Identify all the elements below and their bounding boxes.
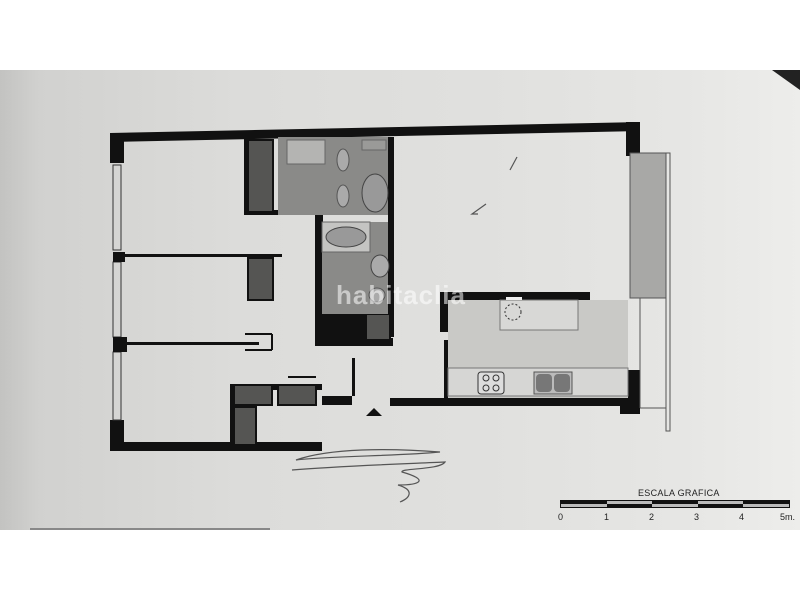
terrace xyxy=(629,152,671,432)
scale-segment xyxy=(697,504,744,507)
pencil-scribble xyxy=(291,156,518,503)
scale-segment xyxy=(606,504,653,507)
scale-bar-graphic xyxy=(560,500,790,508)
window-pillar xyxy=(113,252,125,262)
scale-tick: 3 xyxy=(694,512,700,522)
scale-tick: 4 xyxy=(739,512,745,522)
scale-tick: 2 xyxy=(649,512,655,522)
scale-ticks: 0 1 2 3 4 5m. xyxy=(558,512,798,524)
scale-segment xyxy=(561,501,607,504)
bathroom-2 xyxy=(318,221,390,340)
scale-title: ESCALA GRAFICA xyxy=(638,488,720,498)
scale-segment xyxy=(652,501,698,504)
scale-segment xyxy=(743,501,789,504)
bathroom-1 xyxy=(278,137,389,215)
paper-shadow xyxy=(0,70,40,530)
entrance-marker xyxy=(366,408,382,416)
paper-fold-corner xyxy=(772,70,800,90)
paper-edge-shadow xyxy=(30,528,270,530)
window-pillar xyxy=(113,337,127,352)
closets xyxy=(233,139,391,446)
outer-walls xyxy=(110,122,640,451)
paper-sheet xyxy=(0,70,800,530)
closet-doors xyxy=(245,333,316,378)
left-windows xyxy=(112,164,122,421)
scale-tick: 1 xyxy=(604,512,610,522)
kitchen xyxy=(447,297,629,398)
scale-tick: 0 xyxy=(558,512,564,522)
watermark: habitaclia xyxy=(336,280,466,310)
scale-tick: 5m. xyxy=(780,512,796,522)
